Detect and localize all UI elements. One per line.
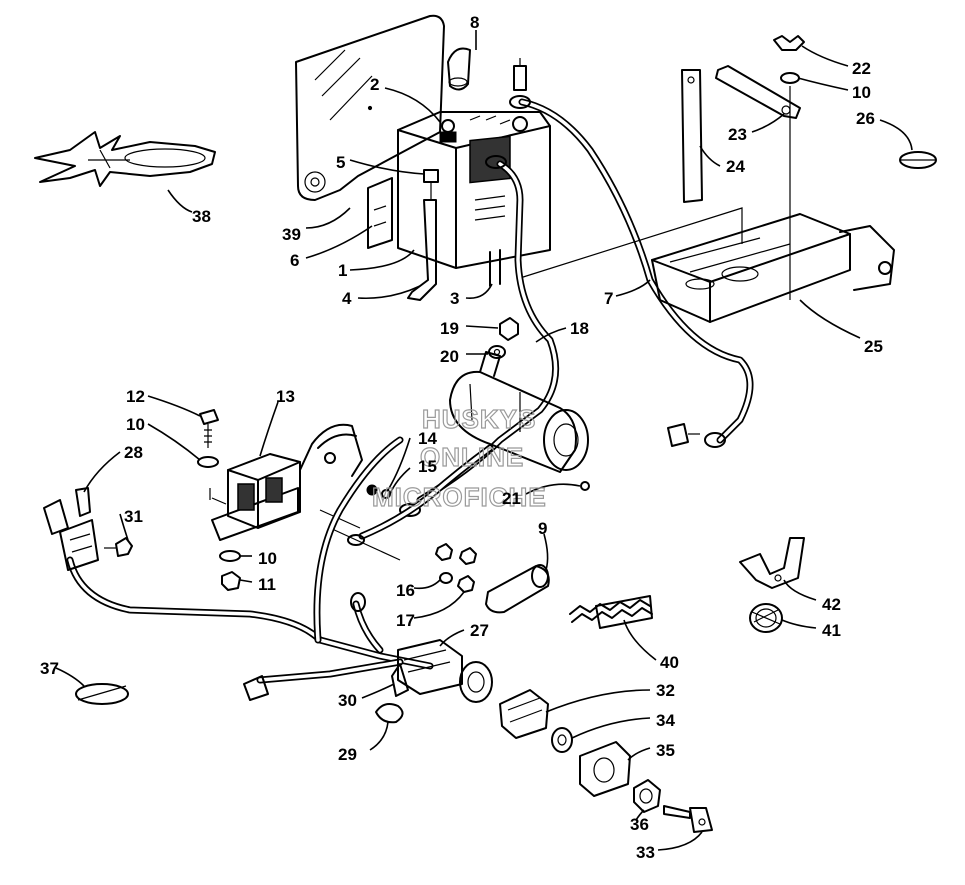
solenoid-washer-lower <box>219 550 241 562</box>
solenoid-bolt-part <box>199 409 219 448</box>
callout-28: 28 <box>124 443 143 462</box>
cable-tie-37 <box>75 683 129 705</box>
callout-34: 34 <box>656 711 675 730</box>
callout-30: 30 <box>338 691 357 710</box>
callout-1: 1 <box>338 261 347 280</box>
callout-35: 35 <box>656 741 675 760</box>
watermark-line-1: HUSKYS <box>422 404 536 434</box>
spring-40 <box>569 595 653 629</box>
callout-20: 20 <box>440 347 459 366</box>
callout-3: 3 <box>450 289 459 308</box>
callout-26: 26 <box>856 109 875 128</box>
callout-11: 11 <box>258 575 276 594</box>
callout-12: 12 <box>126 387 145 406</box>
callout-17: 17 <box>396 611 415 630</box>
leader-lines <box>55 30 913 851</box>
switch-retainer-29 <box>375 703 404 724</box>
solenoid-nut-part <box>221 571 241 591</box>
decal-emblem-part <box>34 131 216 187</box>
switch-bezel-35 <box>579 741 631 797</box>
callout-10-lower: 10 <box>258 549 277 568</box>
callout-25: 25 <box>864 337 883 356</box>
callout-8: 8 <box>470 13 479 32</box>
callout-27: 27 <box>470 621 489 640</box>
hose-clamp-part <box>899 151 937 169</box>
wing-nut-part <box>773 35 805 51</box>
callout-13: 13 <box>276 387 295 406</box>
battery-tray-part <box>519 207 895 323</box>
callout-5: 5 <box>336 153 345 172</box>
callout-22: 22 <box>852 59 871 78</box>
callout-18: 18 <box>570 319 589 338</box>
callout-40: 40 <box>660 653 679 672</box>
washer-part-upper <box>780 72 800 84</box>
starter-solenoid-part <box>209 453 301 541</box>
wiring-harness-part <box>66 436 434 701</box>
ignition-key-33 <box>663 805 713 833</box>
battery-bracket-part <box>367 177 393 249</box>
ignition-switch-part <box>397 639 493 703</box>
terminal-cap-part <box>447 47 471 91</box>
callout-23: 23 <box>728 125 747 144</box>
watermark-line-2: ONLINE <box>420 442 524 472</box>
callout-2: 2 <box>370 75 379 94</box>
callout-33: 33 <box>636 843 655 862</box>
callout-29: 29 <box>338 745 357 764</box>
switch-housing-32 <box>499 689 549 739</box>
callout-24: 24 <box>726 157 745 176</box>
battery-cable-positive-part <box>509 58 754 448</box>
callout-31: 31 <box>124 507 143 526</box>
harness-screw-31 <box>104 537 133 557</box>
callout-36: 36 <box>630 815 649 834</box>
terminal-washer-17 <box>439 572 475 593</box>
callout-37: 37 <box>40 659 59 678</box>
solenoid-starter-cable <box>319 444 494 561</box>
hold-down-strap-part <box>681 69 703 203</box>
terminal-boot-part <box>485 564 550 614</box>
solenoid-cable-part <box>299 423 363 477</box>
switch-nut-36 <box>633 779 661 813</box>
cable-clip-part <box>489 249 501 287</box>
callout-4: 4 <box>342 289 352 308</box>
harness-connector-28 <box>43 487 99 571</box>
callout-7: 7 <box>604 289 613 308</box>
callout-10-mid: 10 <box>126 415 145 434</box>
watermark-line-3: MICROFICHE <box>372 482 547 512</box>
callout-39: 39 <box>282 225 301 244</box>
terminal-bolt-part <box>423 169 439 200</box>
battery-cover-plate-part <box>295 14 445 201</box>
callout-41: 41 <box>822 621 841 640</box>
vent-tube-part <box>407 199 437 301</box>
callout-6: 6 <box>290 251 299 270</box>
callout-32: 32 <box>656 681 675 700</box>
callout-21: 21 <box>502 489 521 508</box>
callout-16: 16 <box>396 581 415 600</box>
washer-part-20 <box>488 345 506 359</box>
mount-bracket-42 <box>739 537 805 589</box>
switch-clip-30 <box>391 663 409 697</box>
coil-spring-41 <box>749 603 783 633</box>
callout-10-upper: 10 <box>852 83 871 102</box>
nut-part-19 <box>499 317 519 341</box>
callout-15: 15 <box>418 457 437 476</box>
callout-42: 42 <box>822 595 841 614</box>
callout-19: 19 <box>440 319 459 338</box>
callout-9: 9 <box>538 519 547 538</box>
battery-part <box>397 111 551 269</box>
watermark: HUSKYS ONLINE MICROFICHE <box>371 403 547 512</box>
starter-motor-part <box>449 351 590 491</box>
callout-38: 38 <box>192 207 211 226</box>
solenoid-washer-upper <box>197 456 219 468</box>
terminal-nut-16 <box>435 543 477 565</box>
callout-14: 14 <box>418 429 437 448</box>
switch-washer-34 <box>551 727 573 753</box>
callout-labels: 8 2 5 38 39 6 1 4 3 7 24 23 22 10 26 25 … <box>40 13 883 862</box>
